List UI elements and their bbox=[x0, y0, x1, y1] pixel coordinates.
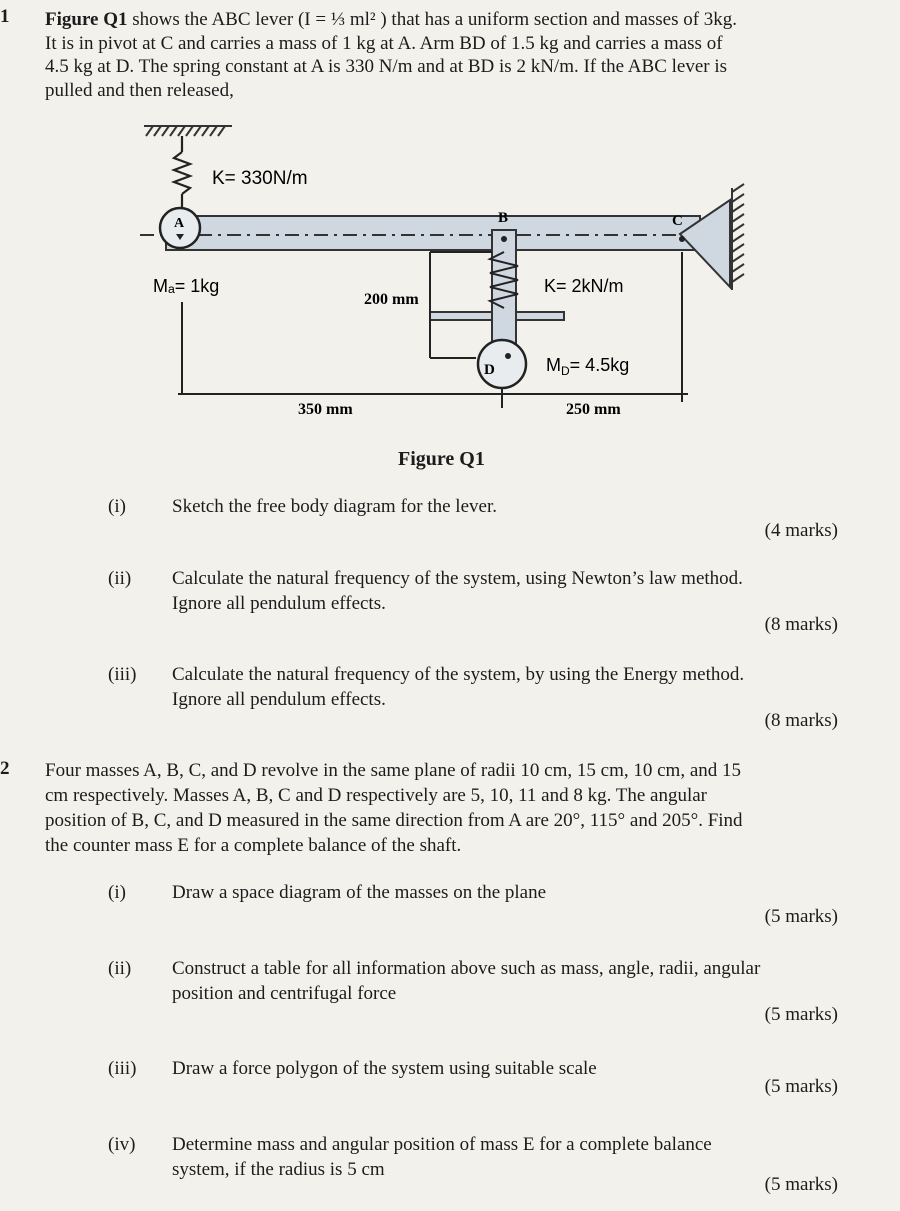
q2-part-ii: (ii) Construct a table for all informati… bbox=[108, 956, 838, 1028]
mass-d-center bbox=[505, 353, 511, 359]
dimension-200mm-label: 200 mm bbox=[364, 291, 419, 308]
mass-a-circle bbox=[158, 206, 202, 250]
mass-a-label: Mₐ= 1kg bbox=[153, 276, 219, 296]
dimension-baseline bbox=[178, 252, 688, 408]
intro-line-3: 4.5 kg at D. The spring constant at A is… bbox=[45, 56, 728, 77]
mass-a-marker bbox=[176, 234, 184, 240]
q2-part-iii-text: Draw a force polygon of the system using… bbox=[172, 1058, 597, 1079]
mass-d-label: MD= 4.5kg bbox=[546, 355, 629, 378]
label-b: B bbox=[498, 210, 508, 226]
label-d: D bbox=[484, 362, 495, 378]
q2-part-iii-marks: (5 marks) bbox=[764, 1076, 838, 1097]
question-2-number: 2 bbox=[0, 758, 10, 779]
figure-reference: Figure Q1 bbox=[45, 9, 128, 30]
q1-part-i-marks: (4 marks) bbox=[764, 520, 838, 541]
q1-part-ii-line-2: Ignore all pendulum effects. bbox=[172, 593, 386, 614]
ceiling-hatch bbox=[144, 125, 232, 137]
q2-part-i-text: Draw a space diagram of the masses on th… bbox=[172, 882, 547, 903]
intro-line-1-text: shows the ABC lever (I = ⅓ ml² ) that ha… bbox=[132, 9, 738, 30]
q1-part-iii-line-1: Calculate the natural frequency of the s… bbox=[172, 664, 745, 685]
question-1-number: 1 bbox=[0, 6, 10, 27]
spring-a-label: K= 330N/m bbox=[212, 168, 308, 189]
dimension-350mm-label: 350 mm bbox=[298, 401, 353, 418]
intro-line-1: Figure Q1 shows the ABC lever (I = ⅓ ml²… bbox=[45, 8, 830, 32]
pivot-c-support bbox=[678, 183, 745, 290]
q2-part-iii: (iii) Draw a force polygon of the system… bbox=[108, 1056, 838, 1106]
q2-intro-line-1: Four masses A, B, C, and D revolve in th… bbox=[45, 760, 742, 781]
q1-part-iii-marks: (8 marks) bbox=[764, 710, 838, 731]
label-a: A bbox=[174, 216, 185, 231]
q1-part-i-number: (i) bbox=[108, 496, 126, 517]
q1-part-iii-text: Calculate the natural frequency of the s… bbox=[172, 662, 838, 712]
label-c: C bbox=[672, 213, 683, 229]
q2-part-ii-text: Construct a table for all information ab… bbox=[172, 956, 838, 1006]
q1-part-i: (i) Sketch the free body diagram for the… bbox=[108, 494, 838, 544]
intro-line-2: It is in pivot at C and carries a mass o… bbox=[45, 32, 723, 54]
q1-part-ii: (ii) Calculate the natural frequency of … bbox=[108, 566, 838, 638]
q1-part-iii: (iii) Calculate the natural frequency of… bbox=[108, 662, 838, 734]
spring-bd-label: K= 2kN/m bbox=[544, 276, 624, 296]
q1-part-i-text: Sketch the free body diagram for the lev… bbox=[172, 496, 497, 517]
lever-abc bbox=[140, 215, 720, 251]
q1-part-ii-number: (ii) bbox=[108, 568, 132, 589]
question-1-intro: Figure Q1 shows the ABC lever (I = ⅓ ml²… bbox=[45, 8, 830, 102]
q2-part-ii-number: (ii) bbox=[108, 958, 132, 979]
q1-part-ii-line-1: Calculate the natural frequency of the s… bbox=[172, 568, 743, 589]
q2-part-i-marks: (5 marks) bbox=[764, 906, 838, 927]
q2-intro-line-2: cm respectively. Masses A, B, C and D re… bbox=[45, 785, 708, 806]
spring-a bbox=[170, 136, 194, 212]
q2-part-iv-text: Determine mass and angular position of m… bbox=[172, 1132, 838, 1182]
q2-part-iii-number: (iii) bbox=[108, 1058, 137, 1079]
dimension-200mm bbox=[429, 251, 492, 359]
q2-part-iv-number: (iv) bbox=[108, 1134, 136, 1155]
q1-part-iii-number: (iii) bbox=[108, 664, 137, 685]
q2-part-ii-marks: (5 marks) bbox=[764, 1004, 838, 1025]
q1-part-ii-marks: (8 marks) bbox=[764, 614, 838, 635]
q2-intro-line-3: position of B, C, and D measured in the … bbox=[45, 810, 743, 831]
q2-part-iv-marks: (5 marks) bbox=[764, 1174, 838, 1195]
q2-intro-line-4: the counter mass E for a complete balanc… bbox=[45, 835, 462, 856]
pivot-c-point bbox=[679, 236, 685, 242]
intro-line-4: pulled and then released, bbox=[45, 79, 234, 101]
q1-part-iii-line-2: Ignore all pendulum effects. bbox=[172, 689, 386, 710]
question-2-intro: Four masses A, B, C, and D revolve in th… bbox=[45, 758, 837, 858]
q2-part-iv-line-1: Determine mass and angular position of m… bbox=[172, 1134, 712, 1155]
q1-part-ii-text: Calculate the natural frequency of the s… bbox=[172, 566, 838, 616]
dimension-250mm-label: 250 mm bbox=[566, 401, 621, 418]
figure-q1-diagram: K= 330N/m C A Mₐ= 1kg B K= 2kN/m 200 bbox=[140, 125, 745, 418]
figure-q1-caption: Figure Q1 bbox=[398, 448, 485, 470]
q2-part-iv-line-2: system, if the radius is 5 cm bbox=[172, 1159, 385, 1180]
q2-part-i: (i) Draw a space diagram of the masses o… bbox=[108, 880, 838, 930]
q2-part-ii-line-1: Construct a table for all information ab… bbox=[172, 958, 761, 979]
q2-part-ii-line-2: position and centrifugal force bbox=[172, 983, 397, 1004]
q2-part-i-number: (i) bbox=[108, 882, 126, 903]
q2-part-iv: (iv) Determine mass and angular position… bbox=[108, 1132, 838, 1204]
